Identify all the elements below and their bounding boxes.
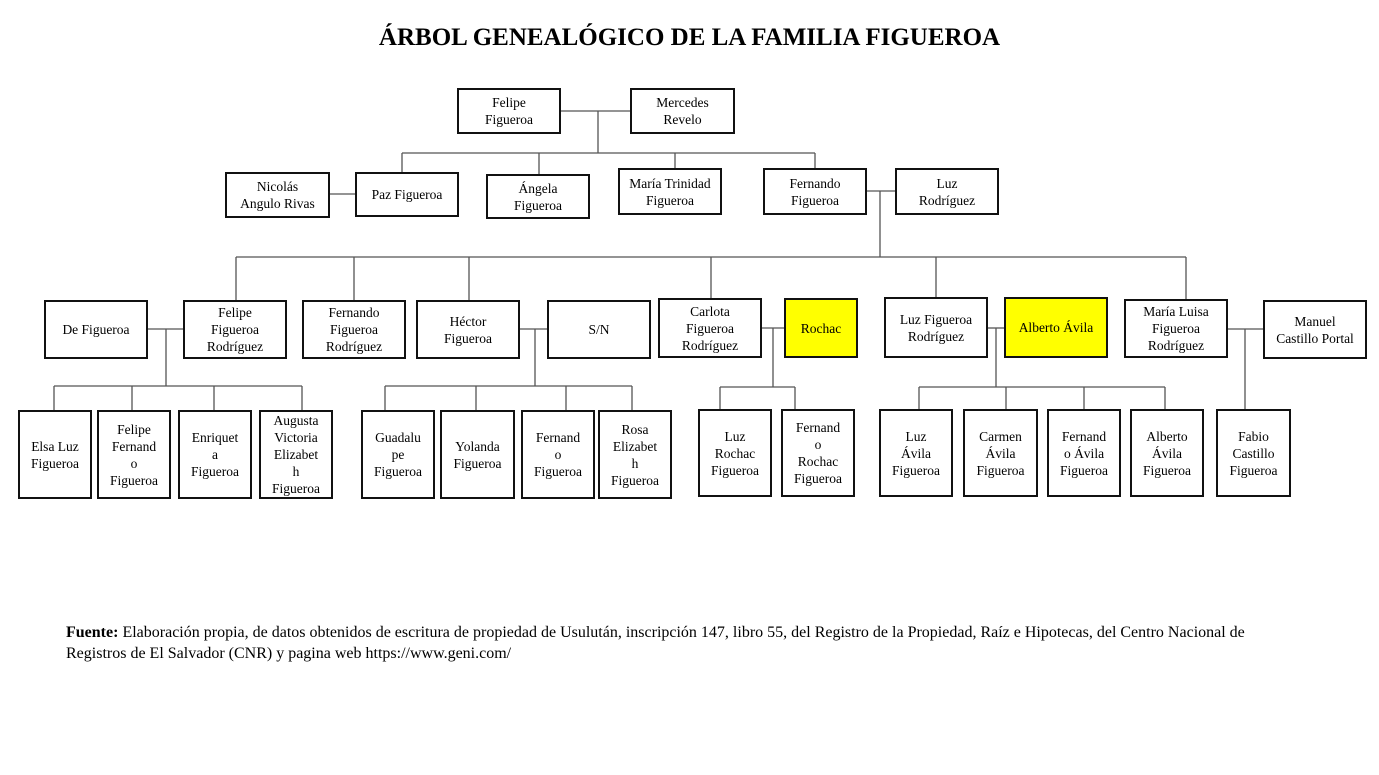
person-box: Felipe Figueroa bbox=[457, 88, 561, 134]
person-box: Fernando Figueroa bbox=[763, 168, 867, 215]
person-box: Mercedes Revelo bbox=[630, 88, 735, 134]
person-box: Fernando Figueroa Rodríguez bbox=[302, 300, 406, 359]
person-box-highlighted: Alberto Ávila bbox=[1004, 297, 1108, 358]
person-box: Yolanda Figueroa bbox=[440, 410, 515, 499]
person-box: Fernand o Figueroa bbox=[521, 410, 595, 499]
person-box: Héctor Figueroa bbox=[416, 300, 520, 359]
person-box-highlighted: Rochac bbox=[784, 298, 858, 358]
person-box: Enriquet a Figueroa bbox=[178, 410, 252, 499]
person-box: Fernand o Rochac Figueroa bbox=[781, 409, 855, 497]
source-text: Elaboración propia, de datos obtenidos d… bbox=[66, 624, 1245, 662]
page-title: ÁRBOL GENEALÓGICO DE LA FAMILIA FIGUEROA bbox=[378, 24, 1001, 51]
person-box: María Luisa Figueroa Rodríguez bbox=[1124, 299, 1228, 358]
person-box: S/N bbox=[547, 300, 651, 359]
person-box: Luz Figueroa Rodríguez bbox=[884, 297, 988, 358]
person-box: Carmen Ávila Figueroa bbox=[963, 409, 1038, 497]
source-label: Fuente: bbox=[66, 624, 119, 641]
person-box: Luz Ávila Figueroa bbox=[879, 409, 953, 497]
source-note: Fuente: Elaboración propia, de datos obt… bbox=[66, 622, 1296, 664]
person-box: Carlota Figueroa Rodríguez bbox=[658, 298, 762, 358]
person-box: Luz Rodríguez bbox=[895, 168, 999, 215]
person-box: Fernand o Ávila Figueroa bbox=[1047, 409, 1121, 497]
person-box: Fabio Castillo Figueroa bbox=[1216, 409, 1291, 497]
person-box: Augusta Victoria Elizabet h Figueroa bbox=[259, 410, 333, 499]
person-box: María Trinidad Figueroa bbox=[618, 168, 722, 215]
person-box: Ángela Figueroa bbox=[486, 174, 590, 219]
person-box: Alberto Ávila Figueroa bbox=[1130, 409, 1204, 497]
person-box: Felipe Figueroa Rodríguez bbox=[183, 300, 287, 359]
person-box: Rosa Elizabet h Figueroa bbox=[598, 410, 672, 499]
person-box: Manuel Castillo Portal bbox=[1263, 300, 1367, 359]
person-box: Guadalu pe Figueroa bbox=[361, 410, 435, 499]
person-box: Elsa Luz Figueroa bbox=[18, 410, 92, 499]
person-box: Nicolás Angulo Rivas bbox=[225, 172, 330, 218]
person-box: Paz Figueroa bbox=[355, 172, 459, 217]
person-box: De Figueroa bbox=[44, 300, 148, 359]
person-box: Luz Rochac Figueroa bbox=[698, 409, 772, 497]
person-box: Felipe Fernand o Figueroa bbox=[97, 410, 171, 499]
